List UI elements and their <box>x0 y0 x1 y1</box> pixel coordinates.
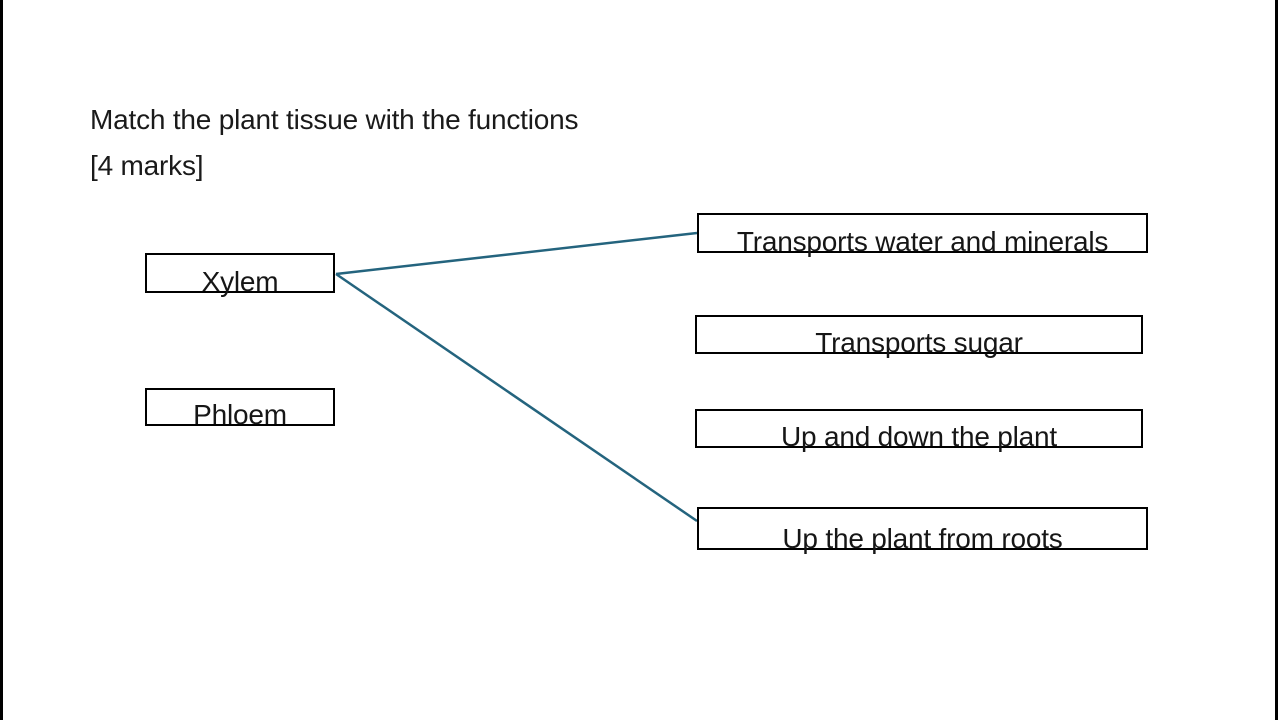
function-label: Transports water and minerals <box>736 226 1109 257</box>
marks-label: [4 marks] <box>90 150 204 181</box>
tissue-label: Phloem <box>193 399 287 430</box>
function-label: Up and down the plant <box>780 421 1057 452</box>
question-title: Match the plant tissue with the function… <box>90 104 579 135</box>
function-box-up-and-down-the-plant[interactable]: Up and down the plant <box>695 409 1143 452</box>
question-block: Match the plant tissue with the function… <box>90 97 578 189</box>
frame-edge-left-line <box>0 0 3 720</box>
frame-edge-right-line <box>1275 0 1278 720</box>
function-box-transports-water-and-minerals[interactable]: Transports water and minerals <box>697 213 1148 257</box>
function-box-transports-sugar[interactable]: Transports sugar <box>695 315 1143 358</box>
connector-xylem-to-up-from-roots <box>335 272 698 523</box>
tissue-box-phloem[interactable]: Phloem <box>145 388 335 430</box>
connector-xylem-to-transports-water <box>335 231 698 276</box>
tissue-label: Xylem <box>201 266 279 297</box>
function-label: Up the plant from roots <box>782 523 1063 554</box>
function-box-up-the-plant-from-roots[interactable]: Up the plant from roots <box>697 507 1148 554</box>
tissue-box-xylem[interactable]: Xylem <box>145 253 335 297</box>
function-label: Transports sugar <box>815 327 1023 358</box>
